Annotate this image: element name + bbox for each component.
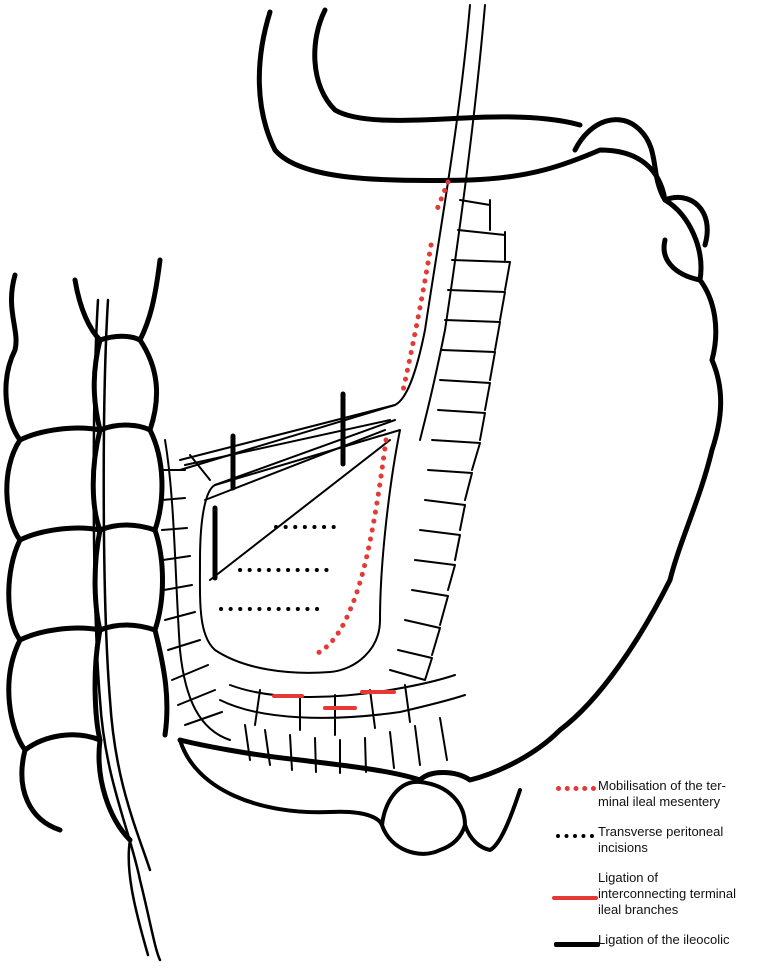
transverse-incisions: [221, 527, 343, 609]
red-dotted-line-swatch: [548, 778, 598, 806]
mobilisation-line-lower: [316, 440, 386, 654]
right-vessel-branches: [390, 200, 510, 680]
bowel-haustra-right: [575, 120, 707, 280]
legend-label-transverse: Transverse peritoneal incisions: [598, 824, 723, 856]
legend-label-ligation-ileocolic: Ligation of the ileocolic: [598, 932, 730, 948]
ileum-lower-wall: [382, 825, 465, 854]
upper-bowel-inner: [315, 10, 580, 125]
red-solid-line-swatch: [548, 870, 598, 898]
legend-item-ligation-ileocolic: Ligation of the ileocolic: [548, 932, 764, 960]
ascending-colon-inner-left: [75, 280, 130, 840]
ascending-colon-inner-right: [140, 260, 167, 735]
black-solid-line-swatch: [548, 932, 598, 960]
vascular-arcade-loop: [200, 430, 400, 673]
legend-item-mobilisation: Mobilisation of the ter- minal ileal mes…: [548, 778, 764, 810]
legend: Mobilisation of the ter- minal ileal mes…: [548, 778, 764, 974]
left-mesocolon-vessels: [160, 440, 230, 740]
colon-haustra: [20, 336, 155, 750]
legend-item-ligation-terminal: Ligation of interconnecting terminal ile…: [548, 870, 764, 918]
legend-label-mobilisation: Mobilisation of the ter- minal ileal mes…: [598, 778, 726, 810]
ileocolic-ligations: [215, 394, 343, 578]
black-dotted-line-swatch: [548, 824, 598, 852]
lower-arcade: [220, 675, 465, 773]
legend-item-transverse: Transverse peritoneal incisions: [548, 824, 764, 856]
mesenteric-trunk-right: [420, 5, 485, 440]
terminal-ileum-loop: [180, 740, 520, 850]
ileocolic-branch: [180, 405, 395, 465]
legend-label-ligation-terminal: Ligation of interconnecting terminal ile…: [598, 870, 736, 918]
mesenteric-trunk-left: [180, 5, 470, 470]
